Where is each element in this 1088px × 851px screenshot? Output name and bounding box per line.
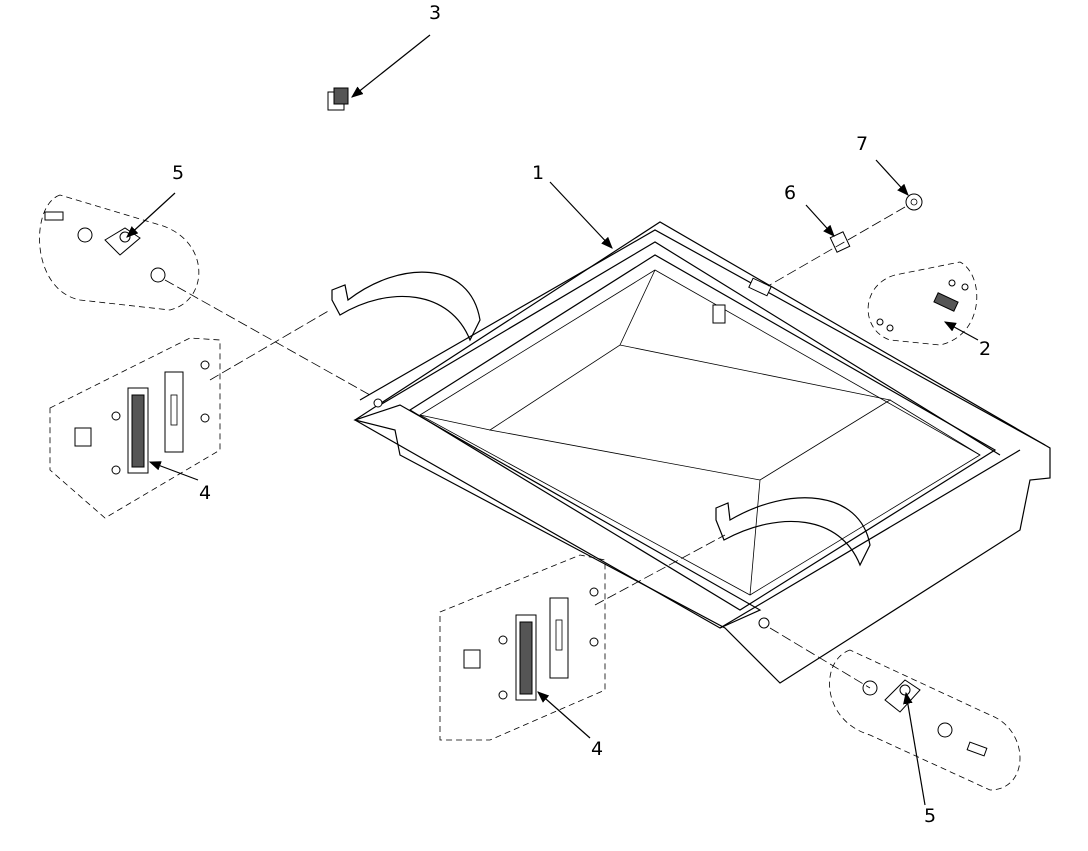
callout-6: 6 [784,182,797,204]
leader-1 [549,181,613,249]
part-5-group-right [769,627,1021,806]
callout-3: 3 [429,2,442,24]
handle-right [715,497,871,567]
part-2-group [867,261,979,346]
handle-left [331,271,481,342]
callout-1: 1 [532,162,545,184]
part-3-latch-block [327,34,431,111]
callout-5: 5 [172,162,185,184]
part-6-spacer [805,204,851,253]
part-5-group-left [39,192,371,396]
part-4-group-left [49,309,331,519]
callout-2: 2 [979,338,992,360]
callout-7: 7 [856,133,869,155]
callout-5: 5 [924,805,937,827]
tray-part-1 [353,221,1051,684]
part-4-group-bottom [439,534,726,741]
callout-4: 4 [591,738,604,760]
callout-4: 4 [199,482,212,504]
part-7-nut [767,159,923,287]
